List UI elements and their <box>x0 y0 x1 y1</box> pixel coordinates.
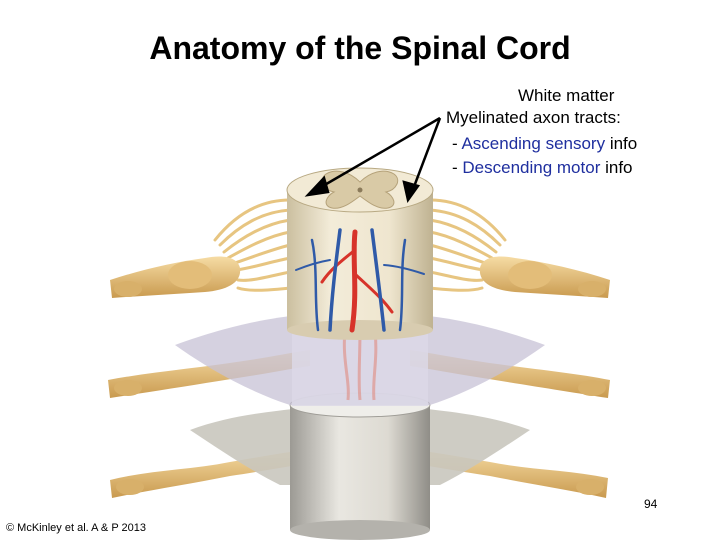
blood-vessels <box>295 228 425 333</box>
upper-spinal-nerves <box>213 198 507 292</box>
label-descending-highlight: Descending motor <box>462 158 601 177</box>
upper-nerve-trunks <box>110 256 610 298</box>
pointer-arrows <box>304 116 442 204</box>
page-number: 94 <box>644 497 658 511</box>
label-ascending-highlight: Ascending sensory <box>461 134 606 153</box>
label-descending-prefix: - <box>452 158 463 177</box>
label-descending: - Descending motor info <box>452 158 633 178</box>
copyright-credit: © McKinley et al. A & P 2013 <box>6 522 146 534</box>
label-ascending-suffix: info <box>605 134 638 153</box>
label-descending-suffix: info <box>600 158 633 177</box>
label-ascending-prefix: - <box>452 134 462 153</box>
label-myelinated-tracts: Myelinated axon tracts: <box>446 108 621 127</box>
label-white-matter: White matter <box>518 86 615 105</box>
label-ascending: - Ascending sensory info <box>452 134 637 154</box>
page-title: Anatomy of the Spinal Cord <box>149 30 571 66</box>
